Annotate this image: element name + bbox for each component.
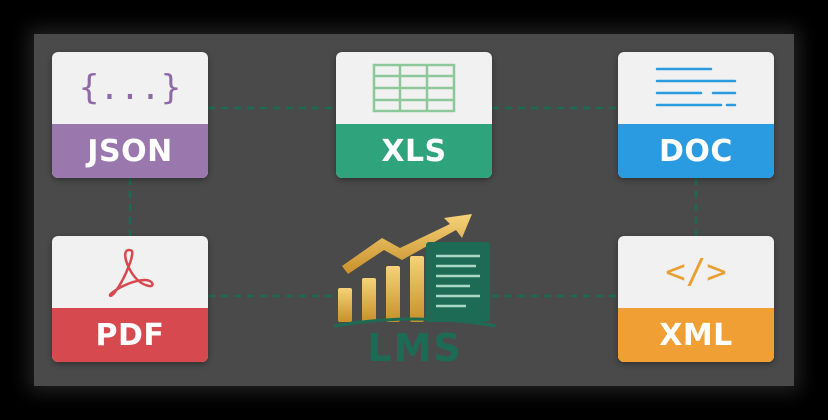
growth-chart-icon xyxy=(333,214,497,328)
code-tag-icon: </> xyxy=(665,252,727,292)
xml-card-label: XML xyxy=(618,308,774,362)
pdf-card-label: PDF xyxy=(52,308,208,362)
xls-card-label: XLS xyxy=(336,124,492,178)
xls-card: XLS xyxy=(336,52,492,178)
pdf-card: PDF xyxy=(52,236,208,362)
lms-logo-text: LMS xyxy=(367,326,463,370)
spreadsheet-grid-icon xyxy=(372,63,456,113)
json-card: {...} JSON xyxy=(52,52,208,178)
pdf-card-icon-area xyxy=(52,236,208,308)
curly-braces-icon: {...} xyxy=(78,68,182,108)
doc-card: DOC xyxy=(618,52,774,178)
doc-card-label: DOC xyxy=(618,124,774,178)
xml-card: </> XML xyxy=(618,236,774,362)
json-card-icon-area: {...} xyxy=(52,52,208,124)
doc-card-icon-area xyxy=(618,52,774,124)
lms-logo: LMS xyxy=(330,208,500,376)
document-lines-icon xyxy=(655,67,737,107)
xml-card-icon-area: </> xyxy=(618,236,774,308)
acrobat-icon xyxy=(108,248,154,297)
json-card-label: JSON xyxy=(52,124,208,178)
xls-card-icon-area xyxy=(336,52,492,124)
